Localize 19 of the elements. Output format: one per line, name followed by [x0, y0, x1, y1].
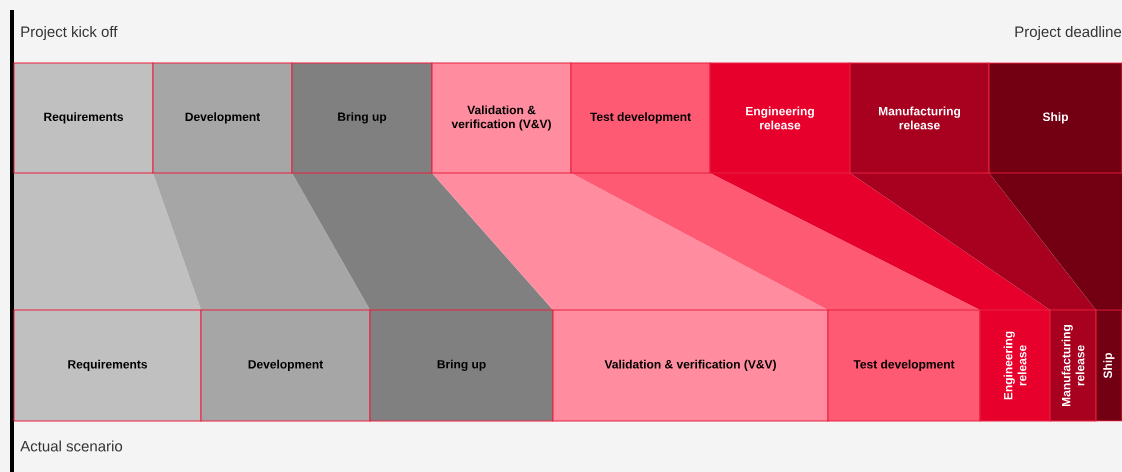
phase-box: Development [152, 62, 293, 174]
phase-box: Manufacturing release [1049, 309, 1097, 422]
phase-box: Ship [1095, 309, 1122, 422]
phase-box: Engineering release [709, 62, 851, 174]
milestone-label: Actual scenario [20, 440, 123, 452]
phase-box: Test development [570, 62, 711, 174]
phase-box: Development [200, 309, 371, 422]
phase-box: Engineering release [979, 309, 1051, 422]
milestone-label: Project kick off [21, 26, 118, 40]
phase-box: Bring up [291, 62, 433, 174]
phase-box: Bring up [369, 309, 554, 422]
phase-box: Ship [988, 62, 1122, 174]
phase-box: Validation & verification (V&V) [552, 309, 829, 422]
phase-box: Requirements [13, 62, 154, 174]
phase-box: Validation & verification (V&V) [431, 62, 572, 174]
phase-box: Manufacturing release [849, 62, 990, 174]
milestone-label: Project deadline [1015, 26, 1122, 40]
phase-box: Requirements [13, 309, 202, 422]
phase-box: Test development [827, 309, 981, 422]
